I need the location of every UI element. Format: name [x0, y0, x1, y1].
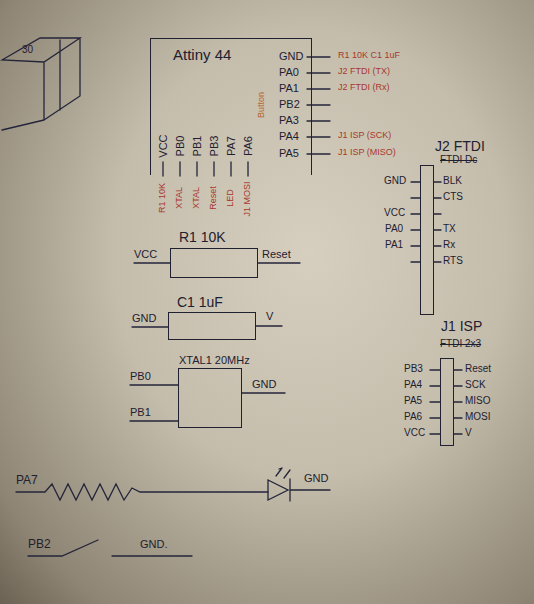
net-note: J1 ISP (SCK) [338, 131, 391, 141]
pin-name: MISO [465, 395, 491, 406]
pin-name: TX [443, 223, 456, 234]
part-name: XTAL1 20MHz [179, 354, 250, 366]
pin-name: PA0 [385, 223, 403, 234]
pin-name: FTDI Dc [440, 154, 477, 165]
net-note: J2 FTDI (TX) [338, 67, 390, 77]
pin-name: PA7 [16, 474, 38, 487]
component-box: XTAL1 20MHz [178, 368, 242, 428]
pin-name: PA5 [404, 395, 422, 406]
connector-header: J2 FTDI [420, 165, 434, 315]
net-note: LED [226, 189, 236, 207]
net-note: J1 MOSI [243, 181, 253, 216]
net-note: R1 10K [158, 183, 168, 213]
pin-name: PB1 [191, 136, 203, 157]
part-name: R1 10K [179, 230, 226, 245]
pin-name: GND [304, 472, 328, 484]
component-box: C1 1uF [168, 312, 256, 340]
pin-name: VCC [384, 207, 405, 218]
pin-name: PA0 [279, 66, 299, 78]
pin-name: PA5 [279, 147, 299, 159]
pin-ticks [307, 57, 330, 154]
component-box: R1 10K [170, 248, 258, 278]
wire [134, 262, 300, 263]
pin-name: PA7 [225, 136, 237, 156]
led-rays [276, 468, 290, 478]
pin-name: PB3 [404, 363, 423, 374]
pin-name: VCC [134, 248, 157, 260]
pin-name: GND [252, 378, 276, 390]
pin-name: CTS [443, 191, 463, 202]
pin-name: PA4 [404, 379, 422, 390]
pin-name: PB2 [279, 98, 300, 110]
net-note: J1 ISP (MISO) [338, 148, 396, 158]
pin-name: RTS [443, 255, 463, 266]
pin-name: GND [279, 50, 303, 62]
pin-name: MOSI [465, 411, 491, 422]
wire [130, 385, 285, 421]
pin-name: Rx [443, 239, 455, 250]
pin-name: SCK [465, 379, 486, 390]
pin-name: FTDI 2x3 [440, 338, 481, 349]
pin-name: PA4 [279, 130, 299, 142]
pin-name: Reset [262, 248, 291, 260]
net-note: Button [257, 92, 267, 118]
pin-name: VCC [157, 134, 169, 157]
cube-sketch [2, 38, 80, 130]
pin-name: PA3 [279, 114, 299, 126]
pin-ticks [411, 182, 441, 262]
pin-name: PA6 [404, 411, 422, 422]
net-note: XTAL [192, 187, 202, 209]
net-note: Reset [209, 186, 219, 210]
net-note: XTAL [175, 187, 185, 209]
pin-ticks [163, 162, 248, 176]
pin-name: GND [132, 312, 156, 324]
pin-name: 30 [22, 44, 33, 55]
pin-name: PA1 [279, 82, 299, 94]
part-name: J2 FTDI [435, 139, 485, 154]
resistor-symbol [16, 484, 268, 500]
pin-name: GND. [140, 538, 168, 550]
connector-header: J1 ISP [440, 358, 454, 446]
pin-name: V [465, 427, 472, 438]
pin-name: PA1 [385, 239, 403, 250]
pin-name: V [266, 310, 273, 322]
net-note: R1 10K C1 1uF [338, 51, 400, 61]
net-note: J2 FTDI (Rx) [338, 83, 390, 93]
pin-name: GND [384, 175, 406, 186]
part-name: Attiny 44 [173, 47, 231, 64]
part-name: C1 1uF [177, 295, 223, 310]
pin-name: PA6 [242, 136, 254, 156]
pin-name: BLK [443, 175, 462, 186]
pin-name: PB1 [130, 406, 151, 418]
wire [132, 326, 282, 327]
part-name: J1 ISP [441, 319, 482, 334]
pin-name: PB0 [174, 136, 186, 157]
pin-name: PB3 [208, 136, 220, 157]
pin-name: Reset [465, 363, 491, 374]
pin-name: PB2 [28, 538, 51, 551]
pin-ticks [430, 370, 462, 434]
pin-name: PB0 [130, 370, 151, 382]
pin-name: VCC [404, 427, 425, 438]
